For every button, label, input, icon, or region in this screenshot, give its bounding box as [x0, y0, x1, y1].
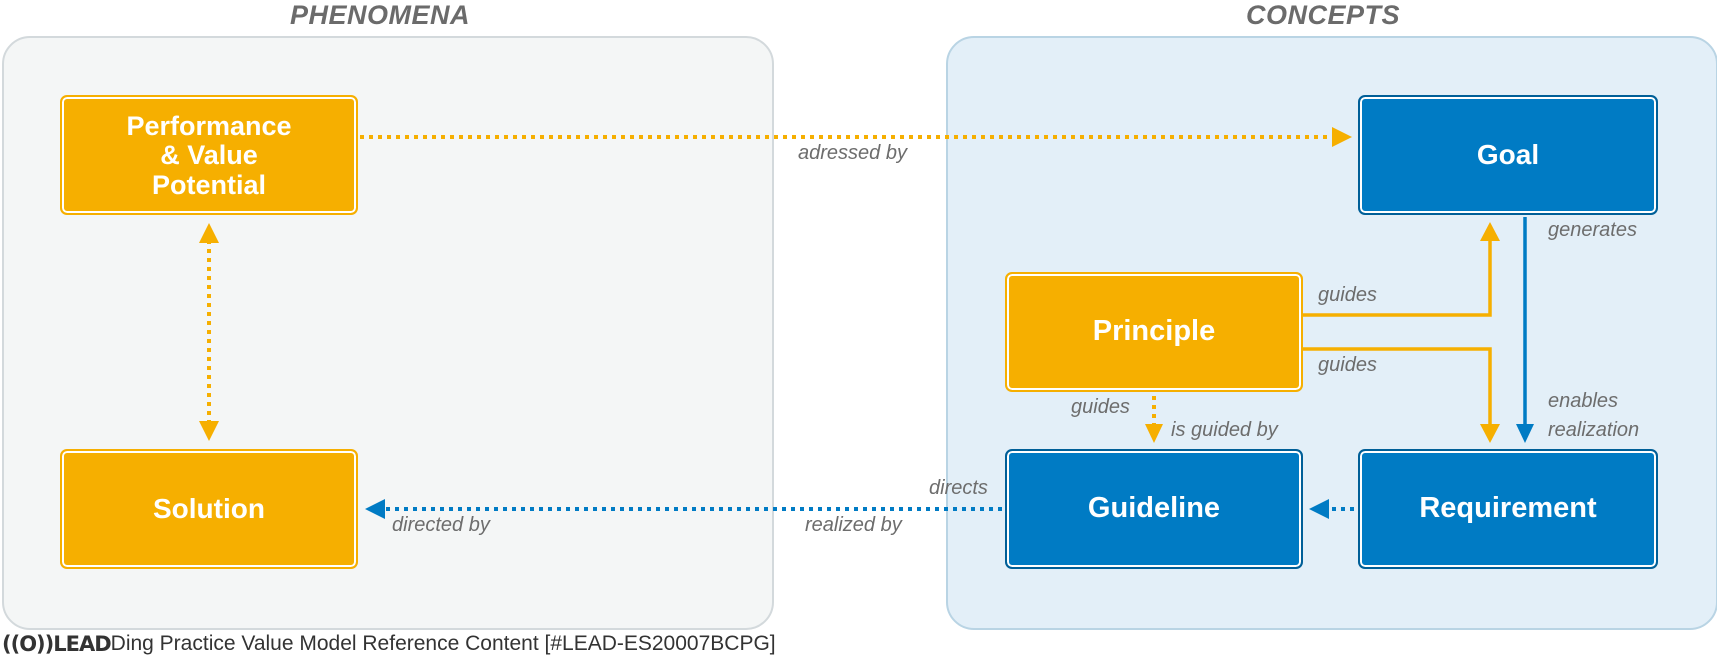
edge-principle-requirement	[1303, 347, 1500, 443]
node-solution[interactable]: Solution	[60, 449, 358, 569]
node-goal[interactable]: Goal	[1358, 95, 1658, 215]
label-generates: generates	[1548, 219, 1637, 241]
label-directed-by: directed by	[392, 514, 490, 536]
edge-guideline-solution	[365, 499, 1002, 519]
edge-performance-solution	[199, 223, 219, 441]
label-realized-by: realized by	[805, 514, 902, 536]
footer-text: Ding Practice Value Model Reference Cont…	[110, 632, 776, 655]
label-guides-goal: guides	[1318, 284, 1377, 306]
edge-goal-requirement	[1516, 217, 1534, 443]
edge-requirement-guideline	[1309, 499, 1354, 519]
label-guides-requirement: guides	[1318, 354, 1377, 376]
node-performance-value-potential[interactable]: Performance & Value Potential	[60, 95, 358, 215]
section-title-concepts: CONCEPTS	[1246, 0, 1401, 30]
label-enables: enables	[1548, 390, 1619, 412]
node-guideline[interactable]: Guideline	[1005, 449, 1303, 569]
edge-principle-goal	[1303, 222, 1500, 317]
edge-performance-goal	[360, 127, 1352, 147]
label-guides-guideline: guides	[1071, 396, 1130, 418]
section-title-phenomena: PHENOMENA	[290, 0, 471, 30]
edge-principle-guideline	[1145, 396, 1163, 443]
label-is-guided-by: is guided by	[1171, 419, 1278, 441]
node-principle[interactable]: Principle	[1005, 272, 1303, 392]
label-directs: directs	[929, 477, 988, 499]
label-realization: realization	[1548, 419, 1640, 441]
leading-practice-logo: ((O))LEAD	[2, 632, 112, 656]
node-requirement[interactable]: Requirement	[1358, 449, 1658, 569]
label-adressed-by: adressed by	[798, 142, 907, 164]
